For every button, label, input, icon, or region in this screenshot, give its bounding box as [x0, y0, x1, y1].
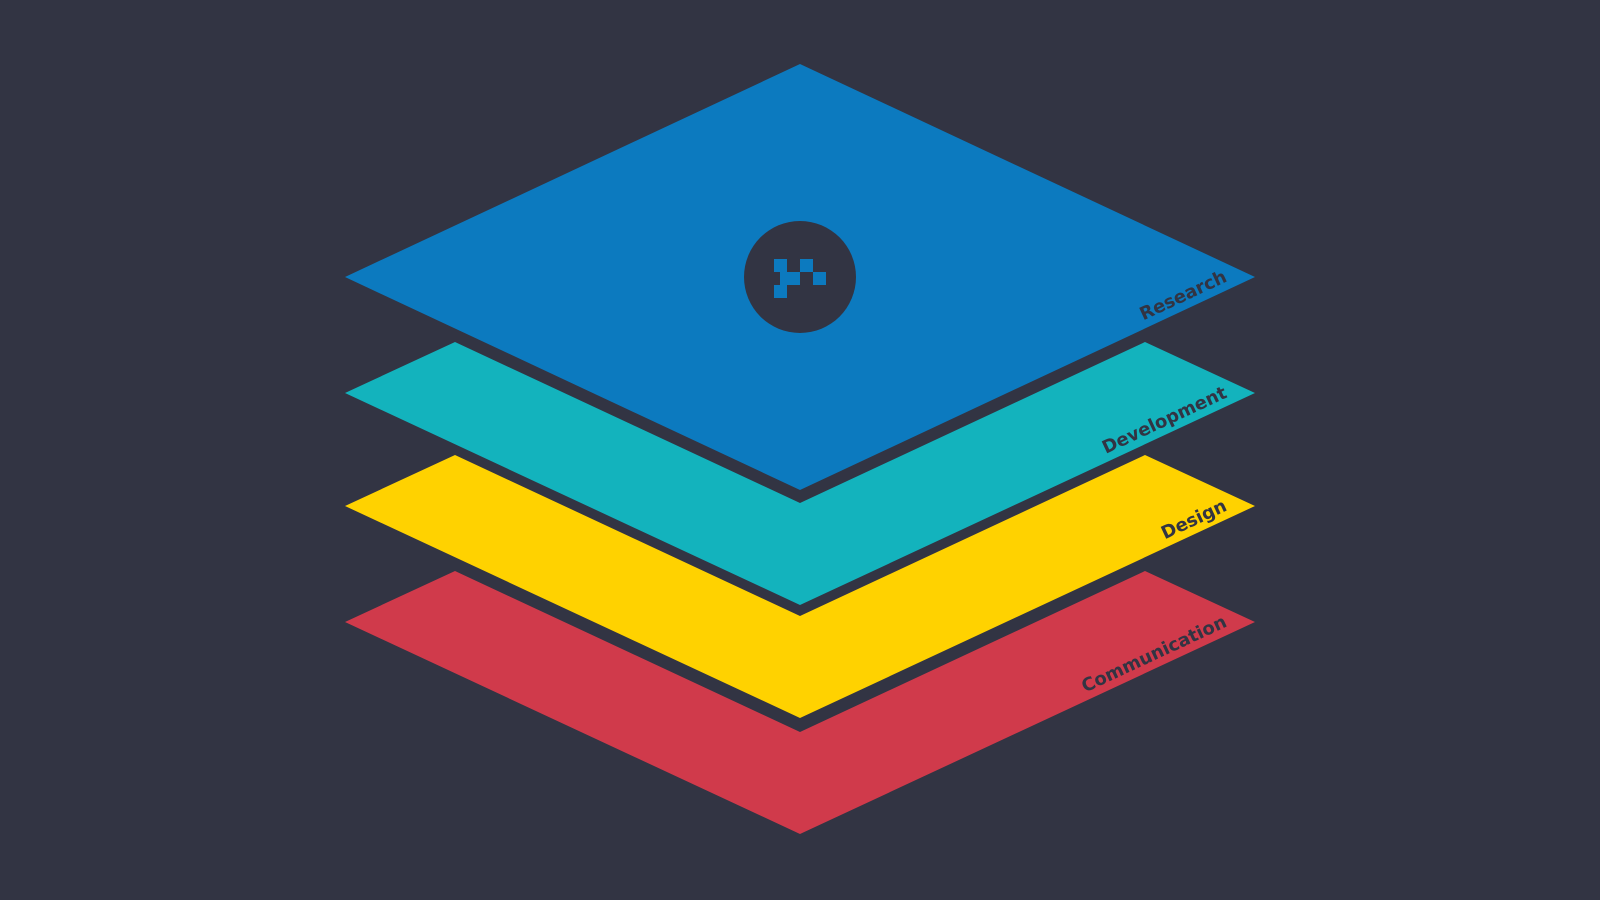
logo: [744, 221, 856, 333]
design-layer-shape: [345, 455, 1255, 718]
communication-layer-shape: [345, 571, 1255, 834]
checker-pixel-logo-icon: [774, 259, 826, 298]
development-layer-shape: [345, 342, 1255, 605]
